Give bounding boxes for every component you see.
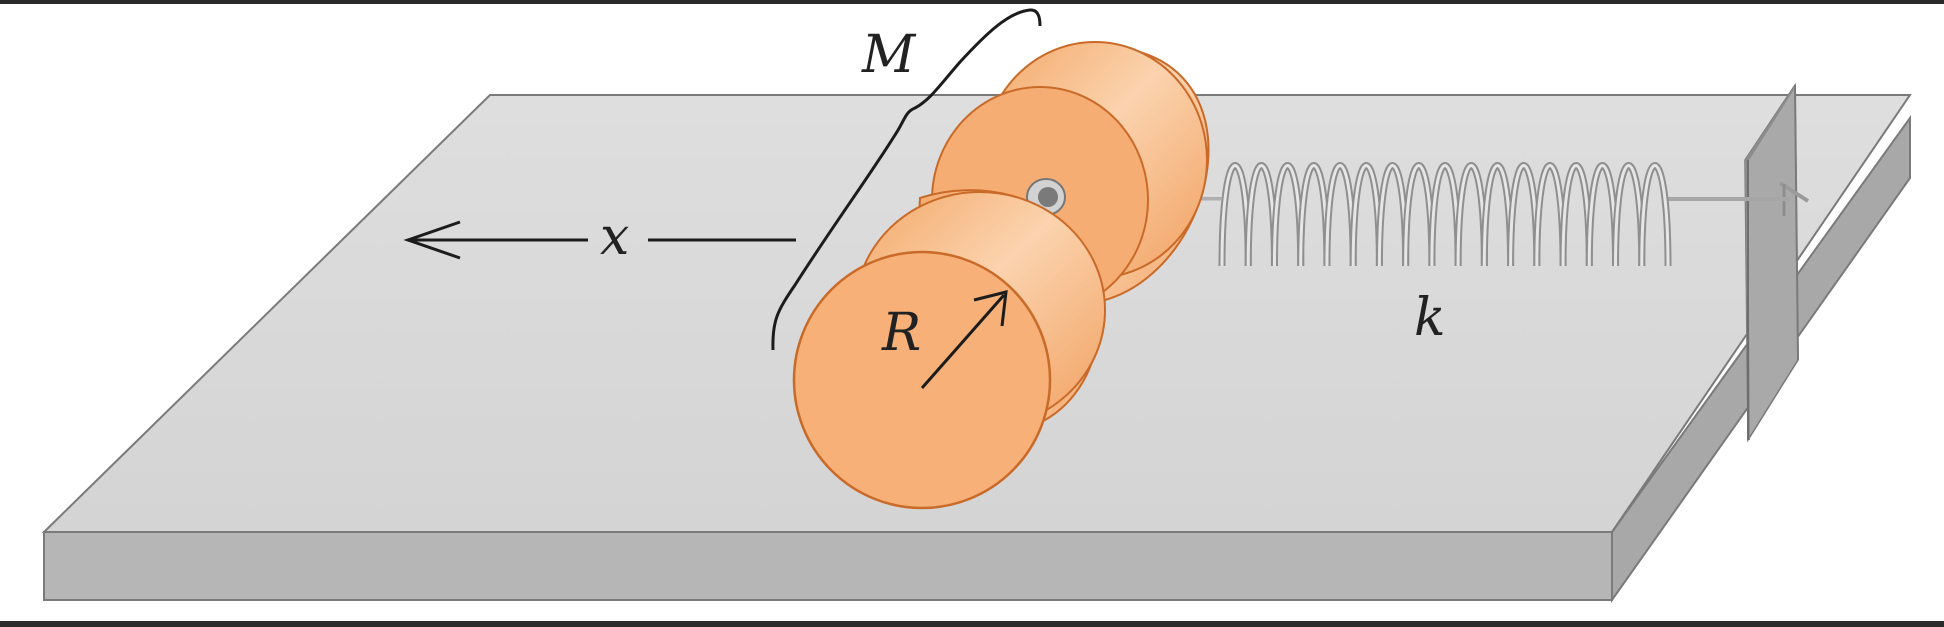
radius-arrow — [920, 290, 1008, 389]
bottom-frame-bar — [0, 621, 1944, 627]
end-wall — [1744, 82, 1810, 443]
table-front-face — [43, 531, 1613, 601]
spring-coil-highlight — [1640, 164, 1670, 267]
spring-constant-label: k — [1414, 288, 1446, 348]
spring — [1218, 162, 1672, 267]
front-cylinder — [792, 189, 1106, 510]
radius-label: R — [881, 303, 921, 363]
displacement-label: x — [600, 207, 629, 267]
front-cylinder-front-face — [792, 250, 1052, 510]
displacement-arrow — [403, 220, 796, 260]
end-wall-edge — [1794, 84, 1799, 361]
mass-brace — [771, 8, 1042, 351]
mass-label: M — [861, 25, 917, 85]
top-frame-bar — [0, 0, 1944, 4]
